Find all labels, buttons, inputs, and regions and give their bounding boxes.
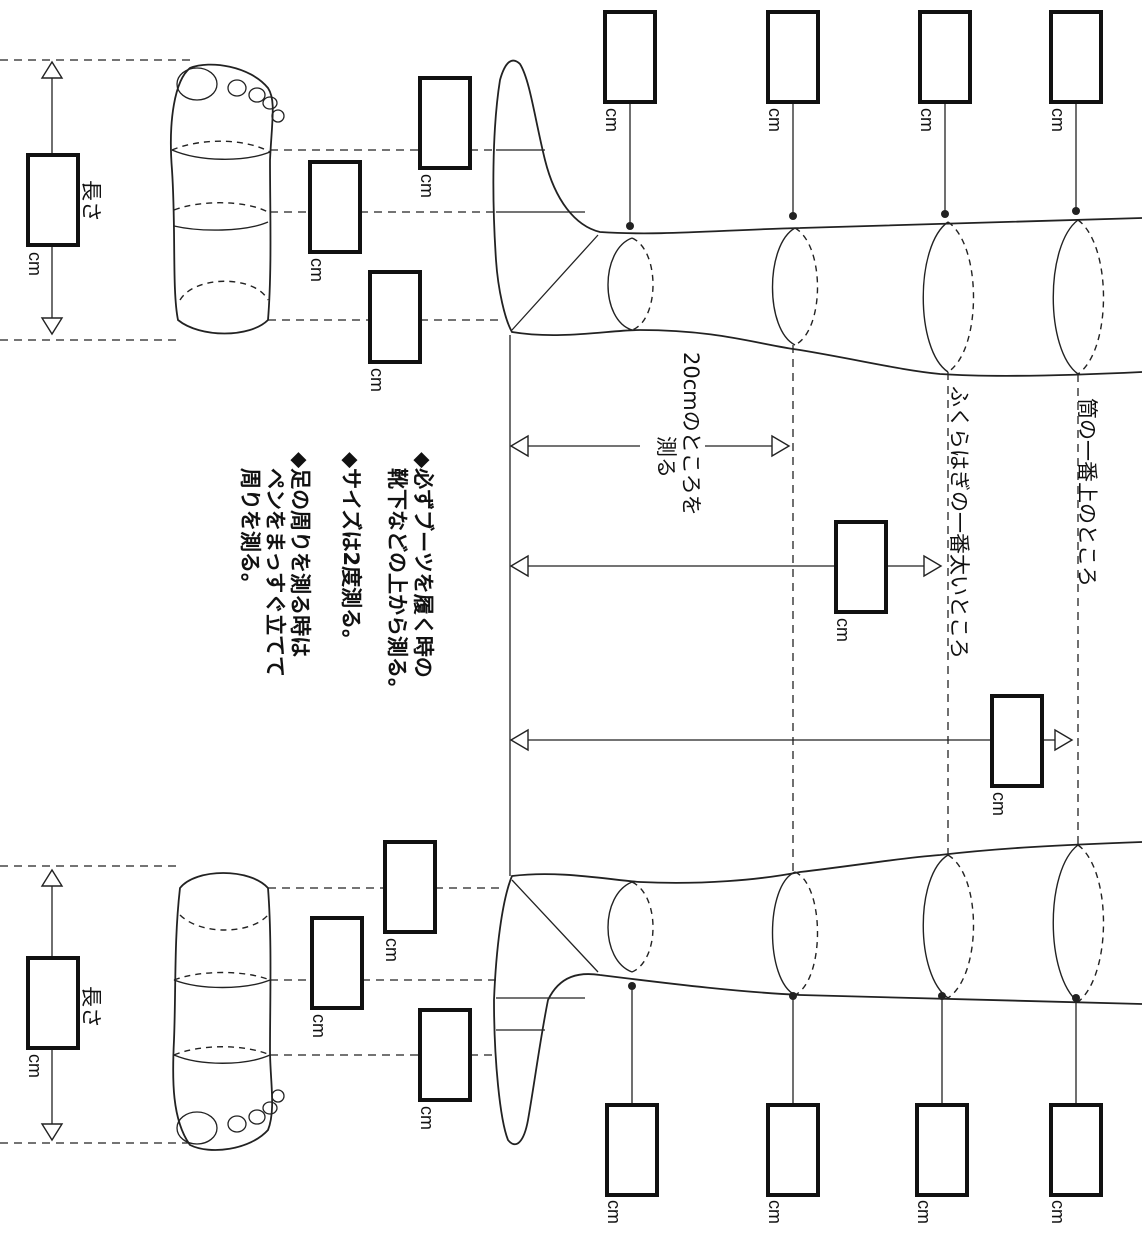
box-calf-top[interactable] xyxy=(918,10,972,104)
box-foot-toe-bottom[interactable] xyxy=(418,1008,472,1102)
unit-calf-span: cm xyxy=(989,792,1009,816)
label-calf-widest: ふくらはぎの一番太いところ xyxy=(947,386,971,659)
label-length-top: 長さ xyxy=(79,180,103,222)
unit-shaft-bottom: cm xyxy=(1048,1200,1068,1224)
unit-shaft-top: cm xyxy=(1048,108,1068,132)
unit-foot-arch-top: cm xyxy=(307,258,327,282)
unit-20cm-span: cm xyxy=(833,618,853,642)
note-line-6: 周りを測る。 xyxy=(238,468,262,594)
unit-ankle-bottom: cm xyxy=(604,1200,624,1224)
right-leg-outline xyxy=(492,59,1142,377)
unit-20cm-bottom: cm xyxy=(765,1200,785,1224)
notes: ◆必ずブーツを履く時の 靴下などの上から測る。 ◆サイズは2度測る。 ◆足の周り… xyxy=(238,452,435,699)
unit-foot-heel-bottom: cm xyxy=(382,938,402,962)
unit-labels: cm cm cm cm cm cm cm cm cm cm cm cm cm c… xyxy=(25,108,1068,1224)
unit-foot-heel-top: cm xyxy=(367,368,387,392)
span-arrows xyxy=(509,434,1074,752)
left-leg-outline xyxy=(493,841,1142,1146)
note-line-2: 靴下などの上から測る。 xyxy=(385,468,409,699)
leader-lines xyxy=(626,102,1080,1105)
unit-ankle-top: cm xyxy=(602,108,622,132)
unit-foot-arch-bottom: cm xyxy=(309,1014,329,1038)
box-foot-arch-bottom[interactable] xyxy=(310,916,364,1010)
label-top-of-shaft: 筒の一番上のところ xyxy=(1075,398,1099,587)
box-foot-arch-top[interactable] xyxy=(308,160,362,254)
unit-foot-length-top: cm xyxy=(25,252,45,276)
left-leg-rings xyxy=(607,844,1105,1003)
box-foot-length-top[interactable] xyxy=(26,153,80,247)
box-foot-heel-bottom[interactable] xyxy=(383,840,437,934)
box-ankle-bottom[interactable] xyxy=(605,1103,659,1197)
unit-foot-length-bottom: cm xyxy=(25,1054,45,1078)
box-shaft-top[interactable] xyxy=(1049,10,1103,104)
label-length-bottom: 長さ xyxy=(79,986,103,1028)
note-line-1: ◆必ずブーツを履く時の xyxy=(411,452,435,678)
bottom-foot-outline xyxy=(172,872,285,1151)
note-line-3: ◆サイズは2度測る。 xyxy=(339,452,363,650)
unit-calf-top: cm xyxy=(917,108,937,132)
box-foot-toe-top[interactable] xyxy=(418,76,472,170)
label-20cm-line1: 20cmのところを xyxy=(679,352,703,516)
bottom-foot-guides xyxy=(0,865,500,1144)
unit-20cm-top: cm xyxy=(765,108,785,132)
note-line-5: ペンをまっすぐ立てて xyxy=(263,468,287,677)
dashed-guides xyxy=(509,335,1079,876)
box-20cm-top[interactable] xyxy=(766,10,820,104)
text-labels: 筒の一番上のところ ふくらはぎの一番太いところ 20cmのところを 測る 長さ … xyxy=(79,180,1099,1028)
box-calf-span[interactable] xyxy=(990,694,1044,788)
measure-boxes xyxy=(26,10,1103,1197)
label-20cm-line2: 測る xyxy=(654,436,678,478)
box-foot-length-bottom[interactable] xyxy=(26,956,80,1050)
box-ankle-top[interactable] xyxy=(603,10,657,104)
unit-foot-toe-top: cm xyxy=(417,174,437,198)
unit-foot-toe-bottom: cm xyxy=(417,1106,437,1130)
box-20cm-span[interactable] xyxy=(834,520,888,614)
top-foot-outline xyxy=(169,63,285,335)
box-20cm-bottom[interactable] xyxy=(766,1103,820,1197)
box-calf-bottom[interactable] xyxy=(915,1103,969,1197)
box-shaft-bottom[interactable] xyxy=(1049,1103,1103,1197)
right-leg-rings xyxy=(607,219,1105,375)
note-line-4: ◆足の周りを測る時は xyxy=(288,452,312,657)
box-foot-heel-top[interactable] xyxy=(368,270,422,364)
unit-calf-bottom: cm xyxy=(914,1200,934,1224)
